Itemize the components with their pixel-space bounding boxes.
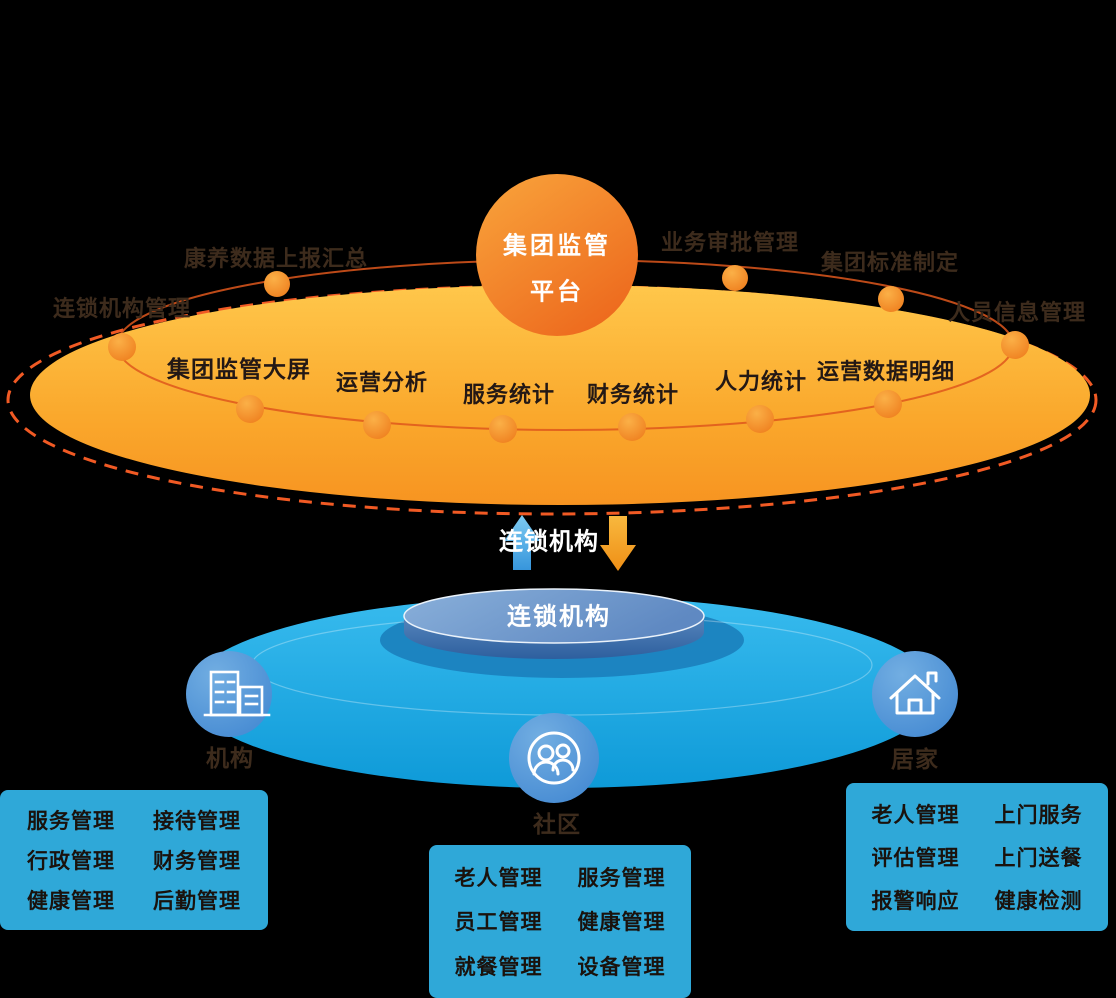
chain-disk-side	[404, 616, 704, 659]
box-item: 财务管理	[153, 850, 241, 873]
box-item: 健康检测	[994, 889, 1083, 913]
orbit-node-dots	[108, 265, 1029, 443]
branch-circle-home	[872, 651, 958, 737]
platform-title-line2: 平台	[530, 278, 584, 306]
box-item: 就餐管理	[454, 955, 543, 979]
box-item: 报警响应	[871, 889, 960, 913]
label-business-approval: 业务审批管理	[660, 230, 800, 255]
label-personnel-info: 人员信息管理	[947, 300, 1087, 325]
chain-base-ellipse	[188, 596, 938, 788]
box-item: 设备管理	[577, 955, 666, 979]
up-arrow-icon	[504, 515, 540, 570]
platform-circle	[476, 174, 638, 336]
branch-circle-org	[186, 651, 272, 737]
label-chain-org-mgmt: 连锁机构管理	[52, 296, 192, 321]
branch-label-org: 机构	[206, 745, 254, 771]
label-service-stats: 服务统计	[462, 382, 556, 407]
label-group-standard: 集团标准制定	[820, 250, 960, 275]
label-health-data-report: 康养数据上报汇总	[183, 246, 369, 271]
branch-box-org: 服务管理 接待管理 行政管理 财务管理 健康管理 后勤管理	[0, 790, 268, 930]
box-item: 上门服务	[994, 804, 1083, 828]
box-item: 健康管理	[27, 890, 115, 913]
box-item: 行政管理	[27, 850, 115, 873]
connector-label: 连锁机构	[499, 528, 599, 556]
box-item: 上门送餐	[994, 846, 1083, 870]
box-item: 评估管理	[871, 846, 960, 870]
branch-box-community: 老人管理 服务管理 员工管理 健康管理 就餐管理 设备管理	[429, 845, 691, 998]
label-supervision-screen: 集团监管大屏	[167, 356, 311, 382]
group-platform-ellipse	[30, 285, 1090, 505]
people-icon	[527, 731, 581, 785]
chain-disk-label: 连锁机构	[507, 603, 611, 631]
box-item: 服务管理	[27, 810, 115, 833]
box-item: 健康管理	[577, 911, 666, 935]
down-arrow-icon	[600, 516, 636, 571]
branch-label-community: 社区	[533, 811, 581, 837]
box-item: 员工管理	[454, 911, 543, 935]
box-item: 老人管理	[871, 804, 960, 828]
chain-disk-top	[403, 588, 705, 644]
label-finance-stats: 财务统计	[586, 382, 680, 407]
label-operation-analysis: 运营分析	[335, 370, 429, 395]
branch-box-home: 老人管理 上门服务 评估管理 上门送餐 报警响应 健康检测	[846, 783, 1108, 931]
home-icon	[889, 671, 941, 715]
box-item: 老人管理	[454, 867, 543, 891]
branch-circle-community	[509, 713, 599, 803]
building-icon	[203, 670, 271, 717]
branch-label-home: 居家	[891, 746, 939, 772]
label-operation-data-detail: 运营数据明细	[816, 359, 956, 384]
box-item: 服务管理	[577, 867, 666, 891]
label-hr-stats: 人力统计	[714, 369, 808, 394]
box-item: 后勤管理	[153, 890, 241, 913]
box-item: 接待管理	[153, 810, 241, 833]
platform-title-line1: 集团监管	[503, 232, 611, 260]
